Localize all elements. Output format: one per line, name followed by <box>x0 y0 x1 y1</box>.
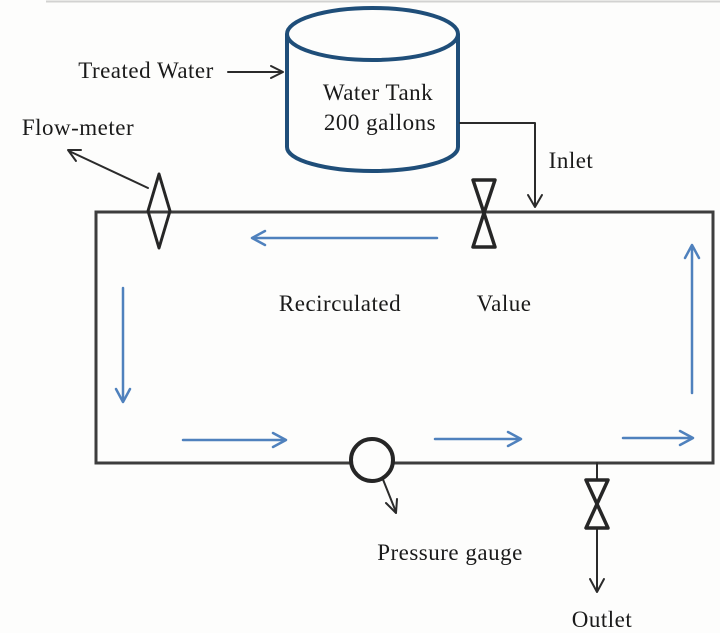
flow-arrow-left-down <box>114 286 132 404</box>
tank-label-line1: Water Tank <box>323 80 433 105</box>
flow-arrow-right-up <box>683 243 701 395</box>
recirculated-label: Recirculated <box>279 291 401 316</box>
pressure-gauge-label: Pressure gauge <box>377 540 523 565</box>
black-connectors <box>67 65 605 593</box>
flow-arrows <box>114 229 701 449</box>
inlet-pipe <box>459 122 543 208</box>
pressure-gauge-icon <box>349 437 395 483</box>
tank-body <box>285 34 460 173</box>
treated-water-arrow <box>227 65 284 79</box>
treated-water-label: Treated Water <box>78 58 214 83</box>
inlet-label: Inlet <box>549 148 594 173</box>
water-tank <box>285 6 460 173</box>
outlet-valve-icon <box>584 478 610 530</box>
pipe-loop <box>94 210 715 465</box>
valve-label: Value <box>477 291 532 316</box>
flow-meter-icon <box>146 172 172 250</box>
tank-label-line2: 200 gallons <box>324 110 436 135</box>
labels: Treated Water Flow-meter Water Tank 200 … <box>22 58 633 632</box>
flow-arrow-bottom-1 <box>181 431 288 449</box>
flow-arrow-bottom-3 <box>621 429 695 447</box>
inlet-valve-icon <box>471 178 497 249</box>
instruments <box>146 172 610 530</box>
tank-top-ellipse <box>285 6 460 62</box>
flow-meter-pointer-arrow <box>67 149 149 189</box>
flow-arrow-top-left <box>250 229 439 247</box>
recirculation-pipe-rect <box>94 210 715 465</box>
gauge-pointer-arrow <box>381 476 398 514</box>
outlet-label: Outlet <box>572 607 633 632</box>
flow-meter-label: Flow-meter <box>22 115 134 140</box>
outlet-line <box>589 462 605 593</box>
flow-arrow-bottom-2 <box>433 430 523 448</box>
